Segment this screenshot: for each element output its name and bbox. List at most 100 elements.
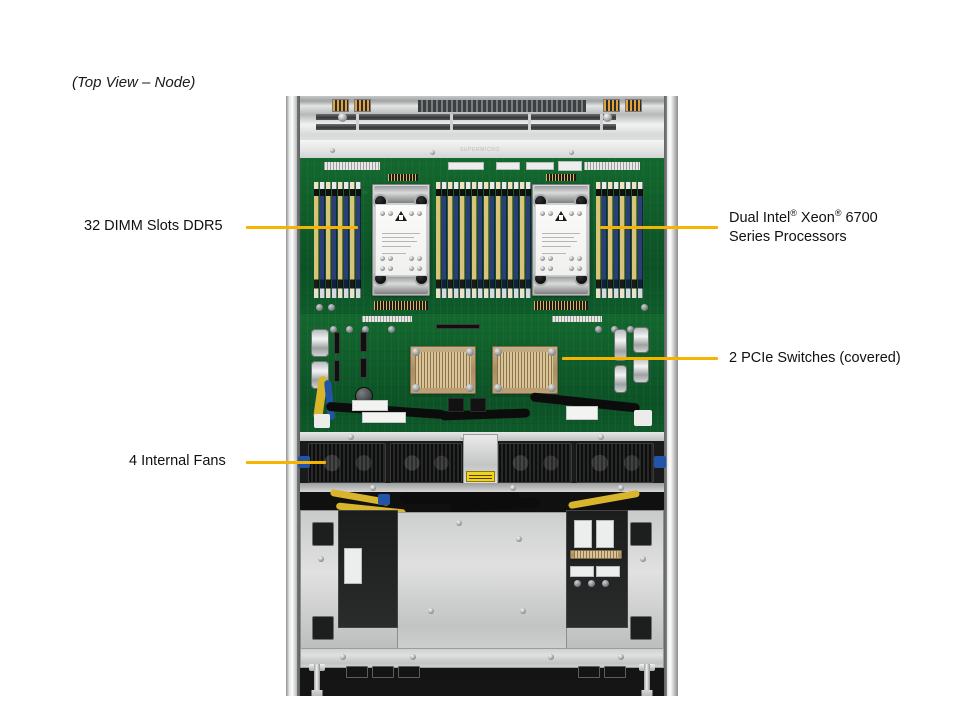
callout-processors-line1: Dual Intel® Xeon® 6700 [729, 208, 878, 226]
fan-wall-center-bracket [463, 434, 498, 486]
cpu-2-heatsink-fin-top [534, 186, 588, 204]
cpu-2-bolt-tr [576, 196, 587, 207]
right-riser-card-shield [566, 510, 628, 628]
cable-connector-white-right [634, 410, 652, 426]
leader-line-dimm [246, 226, 358, 229]
cpu-2-warning-triangle-icon [555, 211, 567, 222]
center-shroud-panel [384, 512, 568, 664]
front-port-3 [398, 666, 420, 678]
cover-branding-band: SUPERMICRO [300, 140, 664, 160]
cable-connector-white-left [314, 414, 330, 428]
left-board-slot-2 [334, 360, 340, 382]
rear-connector-2 [354, 99, 371, 112]
chassis-left-rail [286, 96, 300, 696]
board-pin-header-d [534, 301, 588, 310]
board-header-top-left [324, 162, 380, 170]
m2-slot [436, 324, 480, 329]
cpu-1-bolt-br [416, 273, 427, 284]
front-port-1 [346, 666, 368, 678]
lower-chassis-assembly [300, 488, 664, 696]
board-silkscreen-label-1 [448, 162, 484, 170]
rear-cover-divider-2 [450, 114, 453, 130]
cpu-1-bolt-tl [375, 196, 386, 207]
right-riser-port-1 [570, 566, 594, 577]
mid-header-right [552, 316, 602, 322]
callout-dimm-label: 32 DIMM Slots DDR5 [84, 218, 223, 234]
front-port-2 [372, 666, 394, 678]
internal-fan-2 [390, 443, 462, 483]
caution-warning-label [466, 471, 495, 482]
right-riser-heatsink [570, 550, 622, 559]
cpu-2-bolt-br [576, 273, 587, 284]
left-board-slot-3 [360, 332, 367, 352]
rear-connector-1 [332, 99, 349, 112]
psu-cable-yellow-3 [567, 489, 641, 510]
cable-label-1 [352, 400, 388, 411]
cable-label-2 [362, 412, 406, 423]
callout-dimm-slots: 32 DIMM Slots DDR5 [84, 217, 223, 236]
chassis-left-seam [297, 96, 300, 696]
front-latch-handle-right[interactable] [636, 664, 658, 696]
rear-cover-divider-4 [600, 114, 603, 130]
mid-connector-1 [448, 398, 464, 412]
front-port-4 [578, 666, 600, 678]
left-choke-1 [312, 330, 328, 356]
cover-screw-3 [569, 150, 574, 155]
motherboard-cpu-dimm-zone [300, 158, 664, 314]
cpu-1-bolt-bl [375, 273, 386, 284]
chassis-right-rail [664, 96, 678, 696]
rear-connector-4 [625, 99, 642, 112]
board-cert-marks [558, 161, 582, 171]
view-note: (Top View – Node) [72, 74, 196, 91]
left-riser-connector-block [344, 548, 362, 584]
front-latch-handle-left[interactable] [306, 664, 328, 696]
rear-thumbscrew-right [603, 113, 612, 122]
cpu-2-heatsink-fin-bottom [534, 276, 588, 294]
cover-screw-2 [430, 150, 435, 155]
mid-header-left [362, 316, 412, 322]
pcie-switch-2-heatsink [492, 346, 558, 394]
board-silkscreen-label-3 [526, 162, 554, 170]
leader-line-pcie [562, 357, 718, 360]
board-silkscreen-label-2 [496, 162, 520, 170]
right-riser-cage [566, 510, 664, 666]
left-riser-cage [300, 510, 398, 666]
cpu-1-warning-triangle-icon [395, 211, 407, 222]
cpu-2-warning-label [535, 204, 587, 276]
motherboard-pcie-zone [300, 314, 664, 442]
callout-processors: Dual Intel® Xeon® 6700 Series Processors [729, 209, 878, 247]
server-top-view-photo: SUPERMICRO [286, 96, 678, 696]
front-port-5 [604, 666, 626, 678]
board-pin-header-c [374, 301, 428, 310]
chassis-bay: SUPERMICRO [298, 96, 666, 696]
leader-line-fans [246, 461, 326, 464]
rear-cover-slot-a [316, 114, 616, 120]
cpu-1-heatsink [372, 184, 430, 296]
cpu-1-warning-label [375, 204, 427, 276]
callout-fans-label: 4 Internal Fans [129, 453, 226, 469]
right-riser-handle-1 [574, 520, 592, 548]
rear-cover-slot-b [316, 124, 616, 130]
fan-wall-frame-bottom [300, 483, 664, 492]
fan-wall [298, 432, 666, 492]
cpu-2-bolt-tl [535, 196, 546, 207]
right-choke-4 [615, 366, 626, 392]
cover-brand-text: SUPERMICRO [460, 147, 500, 153]
pcie-switch-1-heatsink [410, 346, 476, 394]
left-board-slot-1 [334, 332, 340, 354]
right-riser-handle-2 [596, 520, 614, 548]
right-riser-cutout-top [630, 522, 652, 546]
left-riser-cutout-top [312, 522, 334, 546]
rear-connector-3 [603, 99, 620, 112]
rear-io-cover: SUPERMICRO [300, 96, 664, 160]
internal-fan-4 [576, 443, 654, 483]
dimm-bank-p2-left [484, 182, 531, 298]
cpu-2-heatsink [532, 184, 590, 296]
rear-vent-grille [418, 100, 586, 112]
right-riser-port-2 [596, 566, 620, 577]
rear-cover-divider-1 [356, 114, 359, 130]
cable-connector-blue [378, 494, 390, 505]
left-board-slot-4 [360, 358, 367, 378]
cpu-1-heatsink-fin-top [374, 186, 428, 204]
